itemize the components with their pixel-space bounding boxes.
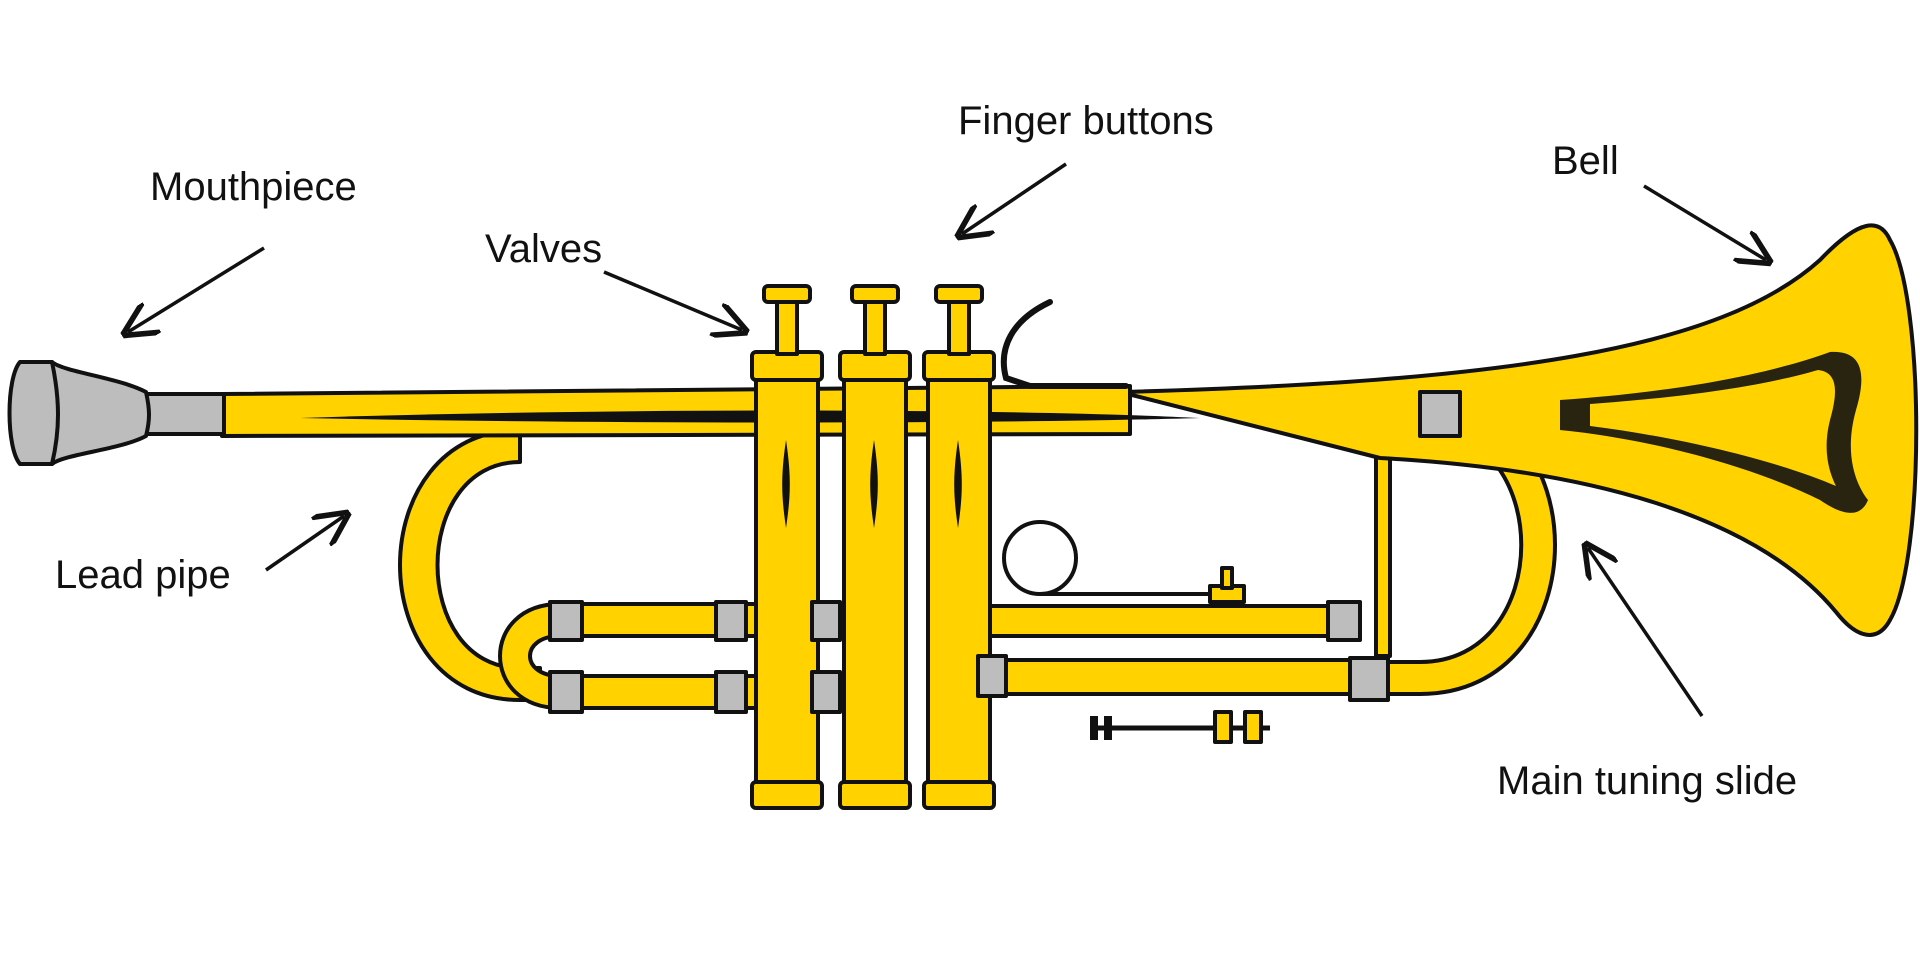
third-valve-slide-upper [988,604,1352,638]
label-lead-pipe: Lead pipe [55,553,231,597]
finger-button-2 [850,284,900,304]
valve-2 [838,284,912,810]
arrow-mouthpiece [128,246,265,332]
brace-rod [1374,434,1392,658]
mouthpiece [7,360,226,466]
arrow-lead-pipe [265,516,344,572]
label-bell: Bell [1552,139,1619,183]
label-valves: Valves [485,227,602,271]
finger-button-1 [762,284,812,304]
label-finger-buttons: Finger buttons [958,99,1214,143]
arrow-valves [603,270,742,330]
ferrules [548,390,1462,714]
arrow-finger-buttons [962,162,1067,234]
finger-button-3 [934,284,984,304]
bell [1118,223,1919,637]
label-main-tuning-slide: Main tuning slide [1497,759,1797,803]
third-valve-slide-lower [958,658,1382,696]
valve-1 [750,284,824,810]
arrow-main-tuning-slide [1588,548,1704,717]
valve-3 [922,284,996,810]
third-valve-ring [1002,520,1078,596]
label-mouthpiece: Mouthpiece [150,165,357,209]
arrow-bell [1643,184,1766,260]
lead-pipe [398,428,542,702]
water-key [1000,299,1129,389]
trumpet [7,223,1919,810]
